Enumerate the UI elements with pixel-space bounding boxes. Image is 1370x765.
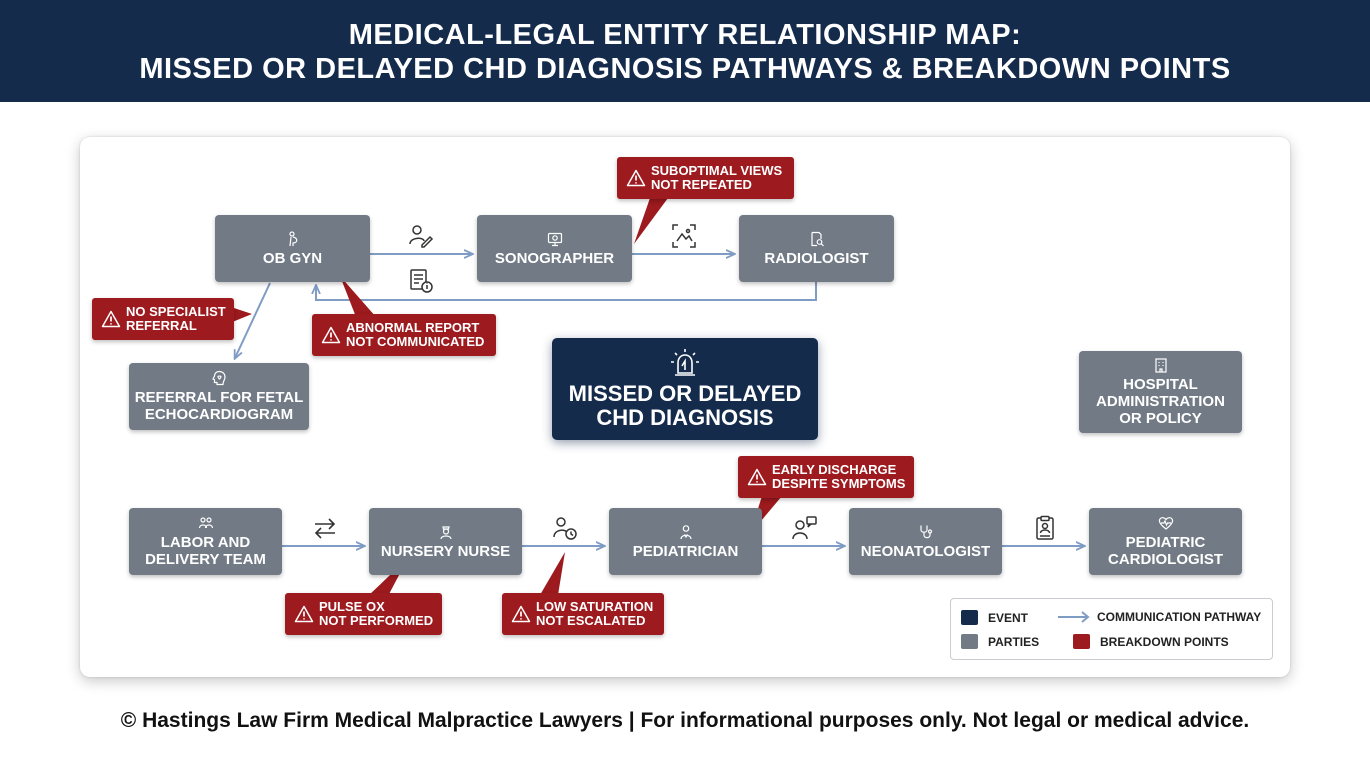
node-sonographer[interactable]: SONOGRAPHER bbox=[477, 215, 632, 282]
legend-pathway: COMMUNICATION PATHWAY bbox=[1057, 610, 1261, 624]
clipboard-icon bbox=[1036, 515, 1054, 540]
warning-icon bbox=[101, 310, 121, 328]
report-info-icon bbox=[410, 269, 433, 293]
pregnant-icon bbox=[288, 230, 297, 246]
node-pediatrician[interactable]: PEDIATRICIAN bbox=[609, 508, 762, 575]
warning-icon bbox=[747, 468, 767, 486]
node-pedcardio-label: PEDIATRIC CARDIOLOGIST bbox=[1108, 534, 1223, 568]
node-sonographer-label: SONOGRAPHER bbox=[494, 249, 615, 267]
node-labor-label: LABOR AND DELIVERY TEAM bbox=[145, 534, 266, 568]
legend-parties-label: PARTIES bbox=[988, 634, 1040, 649]
breakdown-suboptimal-views[interactable]: SUBOPTIMAL VIEWS NOT REPEATED bbox=[617, 157, 794, 199]
breakdown-pulse-ox-label: PULSE OX NOT PERFORMED bbox=[319, 599, 434, 628]
nurse-icon bbox=[439, 525, 452, 539]
title-bar: MEDICAL-LEGAL ENTITY RELATIONSHIP MAP: M… bbox=[0, 0, 1370, 102]
node-radiologist[interactable]: RADIOLOGIST bbox=[739, 215, 894, 282]
breakdown-low-sat-label: LOW SATURATION NOT ESCALATED bbox=[536, 599, 654, 628]
node-referral-fetal-echo[interactable]: REFERRAL FOR FETAL ECHOCARDIOGRAM bbox=[129, 363, 309, 430]
doctor-icon bbox=[679, 524, 692, 539]
breakdown-no-specialist-referral[interactable]: NO SPECIALIST REFERRAL bbox=[92, 298, 234, 340]
breakdown-pulse-ox[interactable]: PULSE OX NOT PERFORMED bbox=[285, 593, 442, 635]
breakdown-early-discharge-label: EARLY DISCHARGE DESPITE SYMPTOMS bbox=[772, 462, 906, 491]
warning-icon bbox=[626, 169, 646, 187]
breakdown-suboptimal-label: SUBOPTIMAL VIEWS NOT REPEATED bbox=[651, 163, 783, 192]
node-neonatologist[interactable]: NEONATOLOGIST bbox=[849, 508, 1002, 575]
warning-icon bbox=[511, 605, 531, 623]
legend-breakdown-swatch bbox=[1073, 634, 1090, 649]
legend: EVENT PARTIES COMMUNICATION PATHWAY BREA… bbox=[950, 598, 1273, 660]
title-line-2: MISSED OR DELAYED CHD DIAGNOSIS PATHWAYS… bbox=[139, 53, 1231, 85]
legend-event: EVENT bbox=[961, 610, 1028, 625]
legend-parties: PARTIES bbox=[961, 634, 1039, 649]
node-nursery-label: NURSERY NURSE bbox=[380, 542, 511, 560]
alarm-icon bbox=[671, 349, 699, 376]
legend-parties-swatch bbox=[961, 634, 978, 649]
heart-pulse-icon bbox=[1158, 517, 1173, 530]
legend-event-label: EVENT bbox=[988, 610, 1029, 625]
user-chat-icon bbox=[792, 516, 817, 540]
node-labor-delivery-team[interactable]: LABOR AND DELIVERY TEAM bbox=[129, 508, 282, 575]
swap-arrows-icon bbox=[314, 518, 336, 539]
legend-breakdown: BREAKDOWN POINTS bbox=[1073, 634, 1229, 649]
node-radiologist-label: RADIOLOGIST bbox=[764, 249, 869, 267]
title-line-1: MEDICAL-LEGAL ENTITY RELATIONSHIP MAP: bbox=[348, 19, 1022, 51]
node-pediatric-cardiologist[interactable]: PEDIATRIC CARDIOLOGIST bbox=[1089, 508, 1242, 575]
legend-pathway-arrow bbox=[1058, 611, 1090, 623]
ultrasound-icon bbox=[547, 232, 562, 246]
node-nursery-nurse[interactable]: NURSERY NURSE bbox=[369, 508, 522, 575]
legend-event-swatch bbox=[961, 610, 978, 625]
user-clock-icon bbox=[553, 517, 577, 540]
breakdown-early-discharge[interactable]: EARLY DISCHARGE DESPITE SYMPTOMS bbox=[738, 456, 914, 498]
event-label: MISSED OR DELAYED CHD DIAGNOSIS bbox=[568, 381, 802, 430]
legend-breakdown-label: BREAKDOWN POINTS bbox=[1100, 634, 1229, 649]
node-ob-gyn-label: OB GYN bbox=[262, 249, 323, 267]
node-referral-label: REFERRAL FOR FETAL ECHOCARDIOGRAM bbox=[134, 389, 304, 423]
breakdown-abnormal-report[interactable]: ABNORMAL REPORT NOT COMMUNICATED bbox=[312, 314, 496, 356]
node-ob-gyn[interactable]: OB GYN bbox=[215, 215, 370, 282]
image-scan-icon bbox=[672, 224, 696, 248]
node-neonatologist-label: NEONATOLOGIST bbox=[860, 542, 991, 560]
user-edit-icon bbox=[409, 225, 434, 248]
node-hospital-administration[interactable]: HOSPITAL ADMINISTRATION OR POLICY bbox=[1079, 351, 1242, 433]
legend-pathway-label: COMMUNICATION PATHWAY bbox=[1097, 610, 1262, 624]
event-missed-chd-diagnosis[interactable]: MISSED OR DELAYED CHD DIAGNOSIS bbox=[552, 338, 818, 440]
breakdown-low-saturation[interactable]: LOW SATURATION NOT ESCALATED bbox=[502, 593, 664, 635]
heart-head-icon bbox=[212, 370, 226, 386]
node-pediatrician-label: PEDIATRICIAN bbox=[632, 542, 739, 560]
document-search-icon bbox=[810, 231, 824, 246]
stethoscope-icon bbox=[919, 525, 932, 538]
warning-icon bbox=[321, 326, 341, 344]
breakdown-no-referral-label: NO SPECIALIST REFERRAL bbox=[126, 304, 226, 333]
warning-icon bbox=[294, 605, 314, 623]
footer-disclaimer: © Hastings Law Firm Medical Malpractice … bbox=[120, 709, 1250, 732]
node-hospital-label: HOSPITAL ADMINISTRATION OR POLICY bbox=[1096, 376, 1225, 427]
breakdown-abnormal-label: ABNORMAL REPORT NOT COMMUNICATED bbox=[346, 320, 485, 349]
building-icon bbox=[1154, 358, 1167, 373]
team-icon bbox=[198, 517, 213, 529]
